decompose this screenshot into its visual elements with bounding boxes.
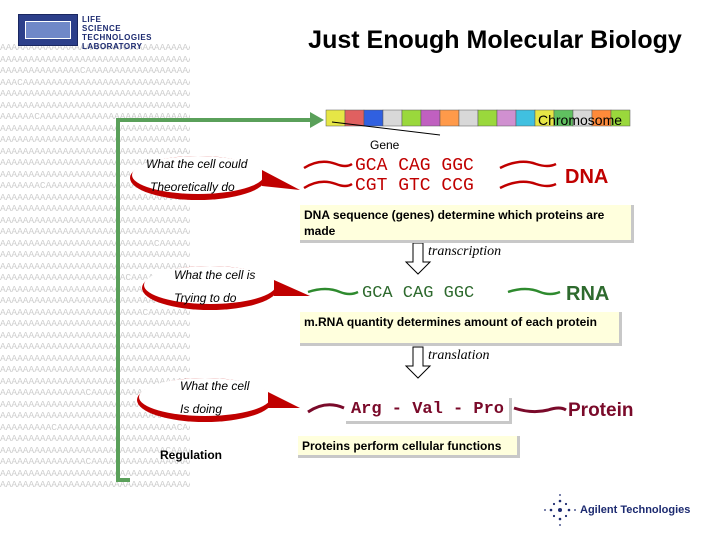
regulation-label: Regulation [160,448,222,462]
chromosome-segment [364,110,383,126]
translation-arrow [406,347,430,378]
regulation-arrowhead [310,112,324,128]
chromosome-segment [459,110,478,126]
label-trying-to-do: Trying to do [174,291,236,305]
chromosome-segment [421,110,440,126]
rna-note: m.RNA quantity determines amount of each… [300,312,622,346]
brand-name: Agilent Technologies [580,504,690,516]
chromosome-segment [478,110,497,126]
rna-codons: GCA CAG GGC [362,284,474,303]
label-theoretically-do: Theoretically do [150,180,235,194]
dna-label: DNA [565,166,608,189]
chromosome-segment [497,110,516,126]
transcription-arrow [406,243,430,274]
chromosome-segment [402,110,421,126]
chromosome-segment [516,110,535,126]
protein-note: Proteins perform cellular functions [298,436,520,458]
translation-label: translation [428,348,489,364]
label-cell-could: What the cell could [146,157,247,171]
dna-codons-top: GCA CAG GGC [355,156,474,176]
agilent-spark-icon [544,494,576,526]
rna-label: RNA [566,283,609,306]
protein-sequence: Arg - Val - Pro [346,398,512,424]
regulation-line-vertical [118,120,130,480]
chromosome-segment [383,110,402,126]
dna-codons-bottom: CGT GTC CCG [355,176,474,196]
label-cell-is: What the cell is [174,268,255,282]
transcription-label: transcription [428,244,501,260]
gene-label: Gene [370,138,399,152]
dna-note: DNA sequence (genes) determine which pro… [300,205,634,243]
chromosome-label: Chromosome [538,112,622,128]
chromosome-segment [440,110,459,126]
protein-label: Protein [568,400,633,422]
label-cell-doing-1: What the cell [180,379,249,393]
label-cell-doing-2: Is doing [180,402,222,416]
